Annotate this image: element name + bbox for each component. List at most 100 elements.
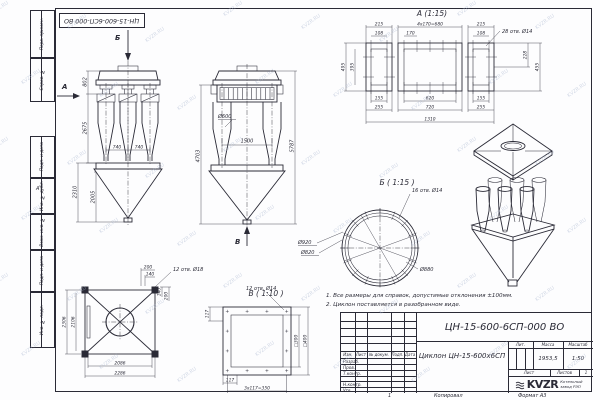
sidebar-cell: Справ. № [30, 58, 55, 102]
svg-text:□400: □400 [303, 335, 309, 348]
svg-text:495: 495 [341, 63, 347, 72]
svg-text:А: А [61, 83, 67, 91]
front-view-dimensions: 802 2675 2310 2005 740 740 [73, 70, 151, 223]
sidebar-cell: Инв. № дубл. [30, 178, 55, 214]
svg-text:2286: 2286 [114, 371, 125, 377]
svg-text:2005: 2005 [91, 191, 97, 204]
mass-label: Масса [541, 342, 555, 347]
side-view: В Ø600 1500 4703 5787 [196, 64, 297, 246]
svg-text:620: 620 [426, 96, 435, 102]
notes: 1. Все размеры для справок, допустимые о… [326, 292, 584, 309]
front-view-outline [93, 61, 163, 226]
svg-text:12 отв. Ø14: 12 отв. Ø14 [246, 285, 276, 292]
svg-text:Ø880: Ø880 [419, 266, 433, 273]
svg-text:3x117=350: 3x117=350 [244, 386, 270, 392]
svg-text:255: 255 [375, 105, 384, 111]
svg-text:740: 740 [135, 145, 144, 151]
view-b-title: Б ( 1:15 ) [380, 178, 415, 187]
zone-mark-left: А [36, 186, 40, 192]
zone-mark-bottom: 1 [388, 393, 392, 399]
svg-text:5787: 5787 [290, 139, 296, 153]
col-list: Лист [355, 352, 367, 357]
svg-text:395: 395 [350, 63, 356, 72]
svg-text:200: 200 [144, 265, 153, 271]
svg-text:170: 170 [406, 31, 415, 37]
view-b-dimensions: 16 отв. Ø14 Ø920 Ø820 Ø880 [297, 187, 442, 273]
sign-row: Пров. [343, 364, 356, 370]
base-flange-dimensions: 2306 2106 2086 2286 200 140 140 200 12 о… [62, 265, 203, 378]
view-b: Б ( 1:15 ) 16 отв. Ø14 Ø920 Ø820 Ø880 [297, 178, 442, 288]
svg-text:2106: 2106 [71, 316, 77, 327]
list-label: Лист [523, 370, 535, 375]
svg-text:155: 155 [477, 96, 486, 102]
svg-text:720: 720 [426, 105, 435, 111]
svg-text:2310: 2310 [73, 186, 79, 199]
sign-row: Т.контр. [343, 370, 362, 376]
svg-text:215: 215 [477, 22, 486, 28]
watermark: KVZR.RU [0, 0, 10, 18]
view-v-outline [222, 306, 292, 376]
sidebar-cell: Взам. инв. № [30, 214, 55, 250]
mass-value: 1953,5 [538, 355, 558, 362]
svg-text:1310: 1310 [424, 117, 435, 123]
svg-text:Б: Б [115, 34, 120, 42]
svg-text:1500: 1500 [241, 139, 254, 145]
side-view-outline [208, 64, 286, 228]
svg-text:12 отв. Ø18: 12 отв. Ø18 [173, 266, 203, 273]
scale-label: Масштаб [568, 342, 588, 347]
view-v-title: В ( 1:10 ) [249, 289, 284, 298]
scale-value: 1:50 [571, 355, 585, 362]
top-doc-stamp: ЦН-15-600-6СП-000 ВО [59, 13, 145, 28]
view-a-title: А (1:15) [416, 9, 447, 18]
svg-text:2086: 2086 [114, 361, 125, 367]
svg-text:108: 108 [477, 31, 486, 37]
svg-text:4703: 4703 [196, 150, 202, 163]
product-name: Циклон ЦН-15-600х6СП [418, 352, 506, 360]
side-view-dimensions: Ø600 1500 4703 5787 [196, 70, 297, 225]
sidebar-cell: Перв. примен. [30, 10, 55, 58]
svg-text:255: 255 [477, 105, 486, 111]
svg-text:140: 140 [146, 272, 155, 278]
logo-text: KVZR [526, 378, 559, 391]
isometric-outline [470, 123, 556, 287]
listov-label: Листов [557, 370, 572, 375]
sidebar-cell: Подп. и дата [30, 250, 55, 292]
col-podp: Подп. [391, 352, 404, 357]
sidebar-cell: Инв. № подл. [30, 292, 55, 348]
sign-row: Утв. [343, 388, 352, 394]
view-v-dimensions: 12 отв. Ø14 117 117 3x117=350 □300 □400 [205, 285, 310, 393]
title-block: Изм. Лист № докум. Подп. Дата Разраб. Пр… [340, 312, 593, 394]
sidebar-cell: Подп. и дата [30, 136, 55, 178]
svg-text:200: 200 [164, 292, 170, 301]
format-label: Формат А3 [518, 393, 547, 399]
svg-text:В: В [235, 238, 240, 246]
svg-text:□300: □300 [294, 335, 300, 348]
lit-label: Лит. [515, 342, 526, 347]
col-izm: Изм. [343, 352, 353, 357]
svg-text:4x170=680: 4x170=680 [417, 22, 443, 28]
watermark: KVZR.RU [0, 136, 10, 154]
sign-row: Разраб. [343, 359, 360, 364]
svg-text:2675: 2675 [83, 122, 89, 135]
base-flange-outline [81, 286, 159, 358]
logo-subtext: Котельный завод РЭП [560, 379, 583, 389]
svg-text:117: 117 [226, 378, 235, 384]
col-docum: № докум. [369, 352, 389, 357]
svg-text:140: 140 [157, 288, 163, 297]
listov-value: 1 [584, 370, 588, 375]
svg-text:Ø920: Ø920 [297, 239, 311, 246]
note-line-2: 2. Циклон поставляется в разобранном вид… [326, 301, 461, 308]
kopiroval-label: Копировал [434, 393, 463, 399]
base-flange-view: 2306 2106 2086 2286 200 140 140 200 12 о… [62, 265, 203, 378]
svg-text:28 отв. Ø14: 28 отв. Ø14 [502, 28, 532, 35]
svg-text:740: 740 [113, 145, 122, 151]
view-a: А (1:15) 215 4x170=680 215 108 170 108 2… [341, 9, 542, 124]
view-a-outline [363, 40, 497, 94]
svg-text:155: 155 [375, 96, 384, 102]
svg-text:455: 455 [535, 63, 541, 72]
side-view-arrow: В [235, 226, 250, 246]
view-a-dimensions: 215 4x170=680 215 108 170 108 28 отв. Ø1… [341, 22, 542, 124]
svg-text:2306: 2306 [62, 316, 68, 327]
front-view-arrows: Б А [57, 30, 131, 99]
